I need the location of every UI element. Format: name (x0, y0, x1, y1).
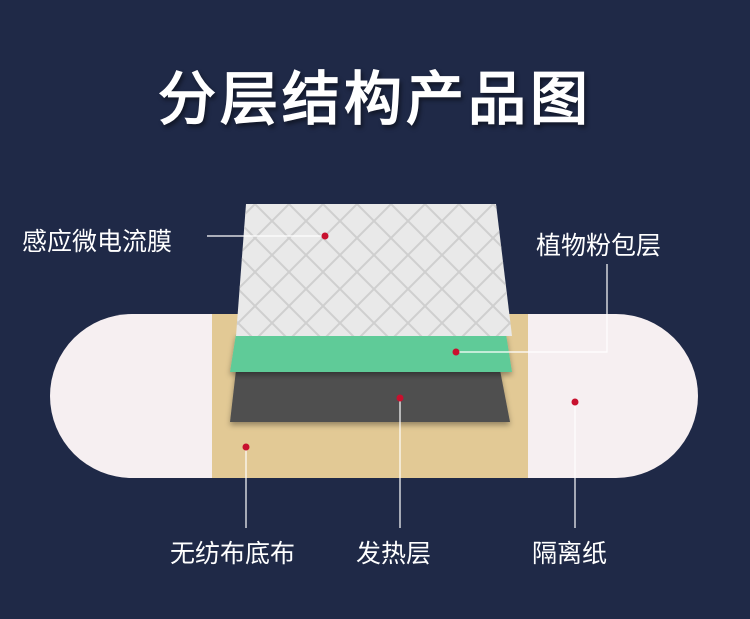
wrap-leader-line (456, 264, 608, 353)
release-marker-dot (571, 398, 579, 406)
heat-marker-dot (396, 394, 404, 402)
wrap-label: 植物粉包层 (536, 231, 662, 260)
heat-label: 发热层 (356, 539, 432, 568)
film-marker-dot (321, 232, 329, 240)
plant-powder-layer (230, 334, 512, 372)
page-title: 分层结构产品图 (157, 65, 592, 133)
wrap-marker-dot (452, 348, 460, 356)
base-marker-dot (242, 443, 250, 451)
base-label: 无纺布底布 (170, 539, 296, 568)
film-label: 感应微电流膜 (22, 227, 173, 256)
film-texture (236, 204, 512, 336)
release-label: 隔离纸 (532, 539, 608, 568)
heat-layer (230, 370, 510, 422)
